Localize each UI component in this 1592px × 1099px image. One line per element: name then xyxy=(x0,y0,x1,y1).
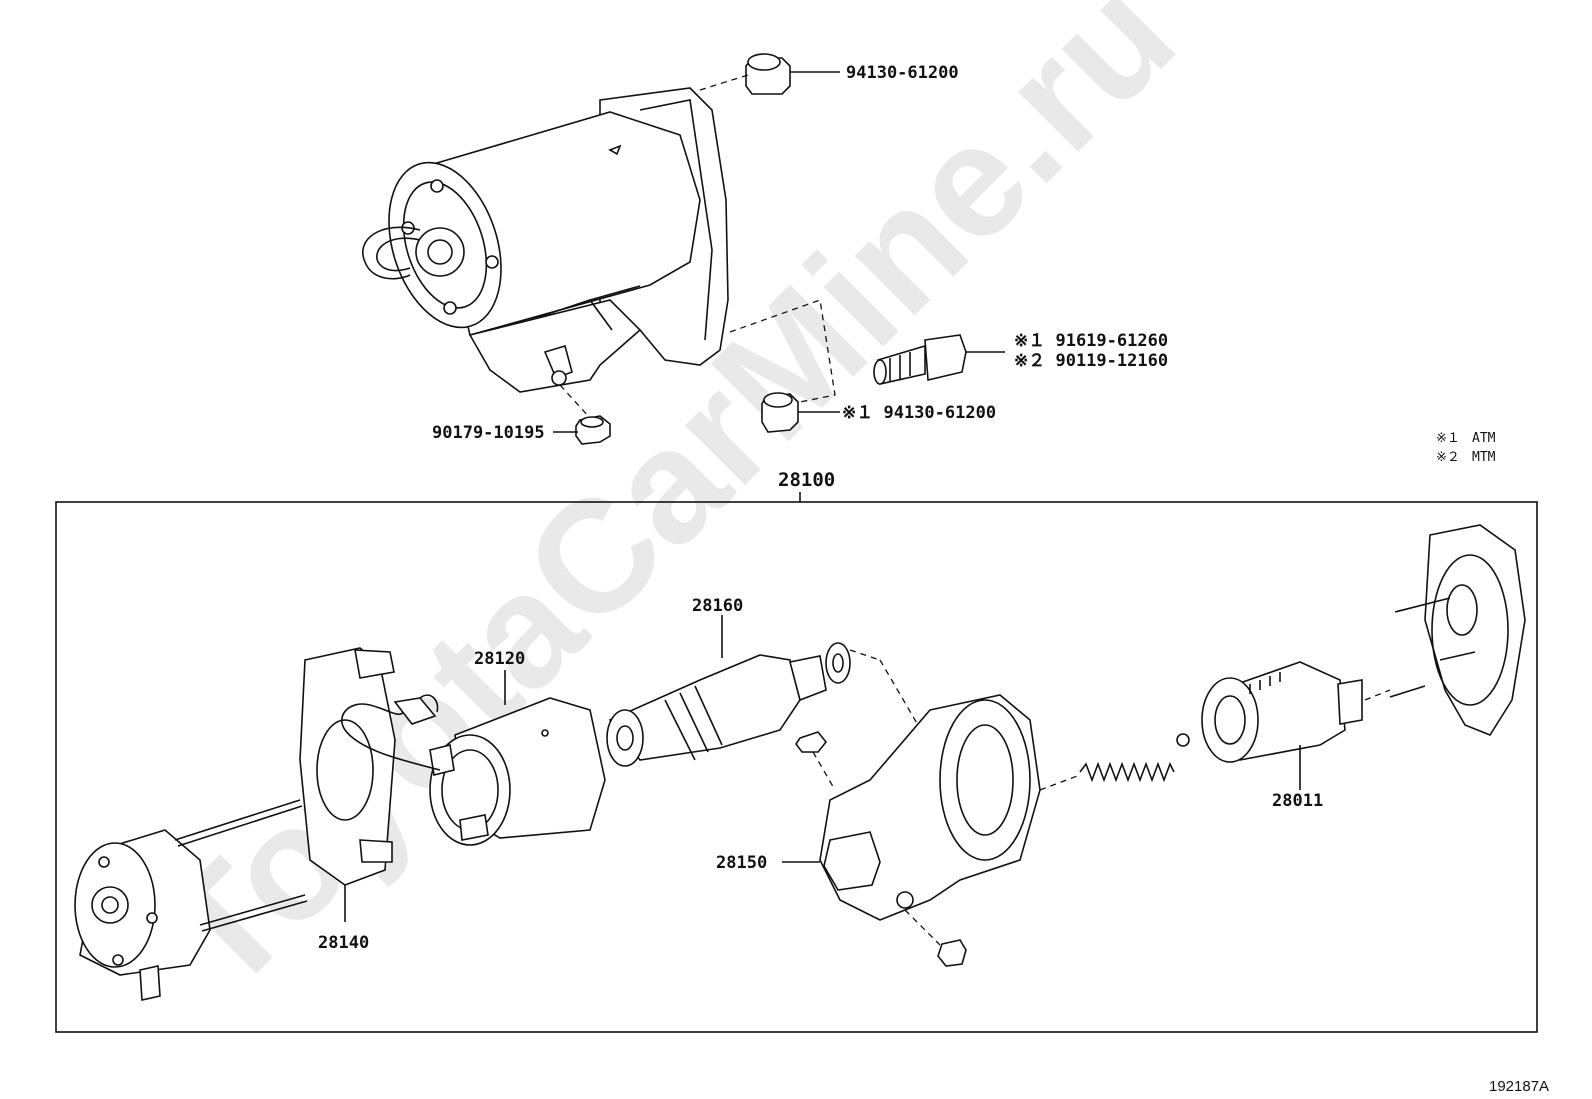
starter-assembly-drawing xyxy=(362,87,729,393)
exploded-view-frame xyxy=(55,501,1538,1033)
bolt xyxy=(873,334,1005,385)
clutch-28011 xyxy=(1201,661,1391,790)
part-number-28011: 28011 xyxy=(1272,791,1323,811)
legend-text-mtm: MTM xyxy=(1472,450,1496,465)
legend-mark-2: ※２ xyxy=(1436,450,1460,465)
solenoid-28150 xyxy=(782,694,1081,967)
nut-90179 xyxy=(553,384,611,445)
return-spring xyxy=(1079,733,1190,783)
solenoid-nut xyxy=(795,731,836,791)
armature-28160 xyxy=(606,615,827,767)
legend-mark-1: ※１ xyxy=(1436,431,1460,446)
end-frame xyxy=(74,799,308,1001)
legend-text-atm: ATM xyxy=(1472,431,1496,446)
legend: ※１ ATM ※２ MTM xyxy=(1436,431,1496,465)
part-number-28150: 28150 xyxy=(716,853,767,873)
cap-94130-top xyxy=(699,53,840,95)
part-number-94130-61200-lower: ※１ 94130-61200 xyxy=(842,403,996,423)
drive-housing xyxy=(1389,524,1526,736)
brush-holder-28140 xyxy=(299,647,396,922)
part-number-90179-10195: 90179-10195 xyxy=(432,423,545,443)
yoke-28120 xyxy=(341,670,606,846)
part-number-94130-61200-top: 94130-61200 xyxy=(846,63,959,83)
part-number-28160: 28160 xyxy=(692,596,743,616)
cap-94130-lower xyxy=(729,299,840,433)
part-number-28140: 28140 xyxy=(318,933,369,953)
assembly-label-28100: 28100 xyxy=(778,469,835,491)
part-number-28120: 28120 xyxy=(474,649,525,669)
figure-id: 192187A xyxy=(1489,1078,1549,1095)
part-number-bolt-atm: ※１ 91619-61260 xyxy=(1014,331,1168,351)
part-number-bolt-mtm: ※２ 90119-12160 xyxy=(1014,351,1168,371)
